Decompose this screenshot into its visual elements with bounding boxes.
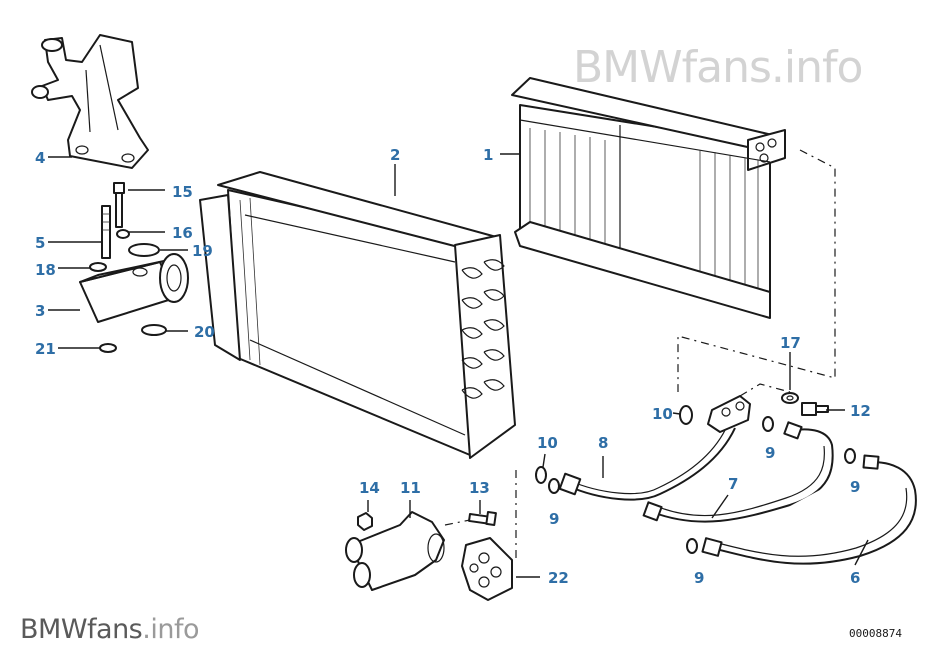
o-ring-9-a-part[interactable] <box>548 478 560 494</box>
bolt-13-part[interactable] <box>468 511 497 526</box>
evaporator-core-part[interactable] <box>511 77 786 319</box>
callout-21: 21 <box>35 340 56 358</box>
callout-22: 22 <box>548 569 569 587</box>
callout-10-upper: 10 <box>652 405 673 423</box>
bolt-12-part[interactable] <box>801 402 829 416</box>
callout-9-d: 9 <box>694 569 704 587</box>
assembly-line-evaporator <box>677 149 836 392</box>
watermark-bottom-brand: BMWfans <box>20 614 143 645</box>
watermark-top: BMWfans.info <box>573 42 863 93</box>
o-ring-20-part[interactable] <box>141 324 167 336</box>
valve-housing-part[interactable] <box>31 34 149 169</box>
washer-17-part[interactable] <box>781 392 799 404</box>
watermark-bottom: BMWfans.info <box>20 614 199 645</box>
callout-9-a: 9 <box>549 510 559 528</box>
pipe-7-part[interactable] <box>642 421 834 523</box>
callout-17: 17 <box>780 334 801 352</box>
leader-lines <box>48 153 869 578</box>
callout-12: 12 <box>850 402 871 420</box>
callout-16: 16 <box>172 224 193 242</box>
callout-14: 14 <box>359 479 380 497</box>
callout-9-c: 9 <box>850 478 860 496</box>
washer-16-part[interactable] <box>116 229 130 239</box>
reference-number: 00008874 <box>849 627 902 640</box>
callout-20: 20 <box>194 323 215 341</box>
nut-14-part[interactable] <box>357 512 373 531</box>
callout-10-lower: 10 <box>537 434 558 452</box>
expansion-valve-part[interactable] <box>79 253 189 323</box>
callout-6: 6 <box>850 569 860 587</box>
stud-5-part[interactable] <box>101 205 111 259</box>
o-ring-9-d-part[interactable] <box>686 538 698 554</box>
callout-15: 15 <box>172 183 193 201</box>
o-ring-9-c-part[interactable] <box>844 448 856 464</box>
o-ring-10-upper-part[interactable] <box>679 405 693 425</box>
watermark-bottom-suffix: .info <box>142 614 199 645</box>
callout-4: 4 <box>35 149 45 167</box>
callout-2: 2 <box>390 146 400 164</box>
hose-connector-part[interactable] <box>345 511 445 591</box>
callout-8: 8 <box>598 434 608 452</box>
pipe-6-part[interactable] <box>701 454 917 565</box>
assembly-line-13 <box>444 519 471 526</box>
callout-19: 19 <box>192 242 213 260</box>
callout-11: 11 <box>400 479 421 497</box>
assembly-line-bracket <box>739 383 791 397</box>
callout-7: 7 <box>728 475 738 493</box>
pipe-bracket-part[interactable] <box>707 395 751 433</box>
callout-18: 18 <box>35 261 56 279</box>
o-ring-19-part[interactable] <box>128 243 160 257</box>
callout-3: 3 <box>35 302 45 320</box>
bolt-15-part[interactable] <box>113 182 125 228</box>
callout-5: 5 <box>35 234 45 252</box>
o-ring-18-part[interactable] <box>89 262 107 272</box>
heater-core-part[interactable] <box>199 171 516 459</box>
callout-13: 13 <box>469 479 490 497</box>
o-ring-9-b-part[interactable] <box>762 416 774 432</box>
callout-9-b: 9 <box>765 444 775 462</box>
o-ring-10-lower-part[interactable] <box>535 466 547 484</box>
pipe-8-part[interactable] <box>558 423 736 501</box>
flange-plate-part[interactable] <box>461 537 513 601</box>
callout-1: 1 <box>483 146 493 164</box>
o-ring-21-part[interactable] <box>99 343 117 353</box>
